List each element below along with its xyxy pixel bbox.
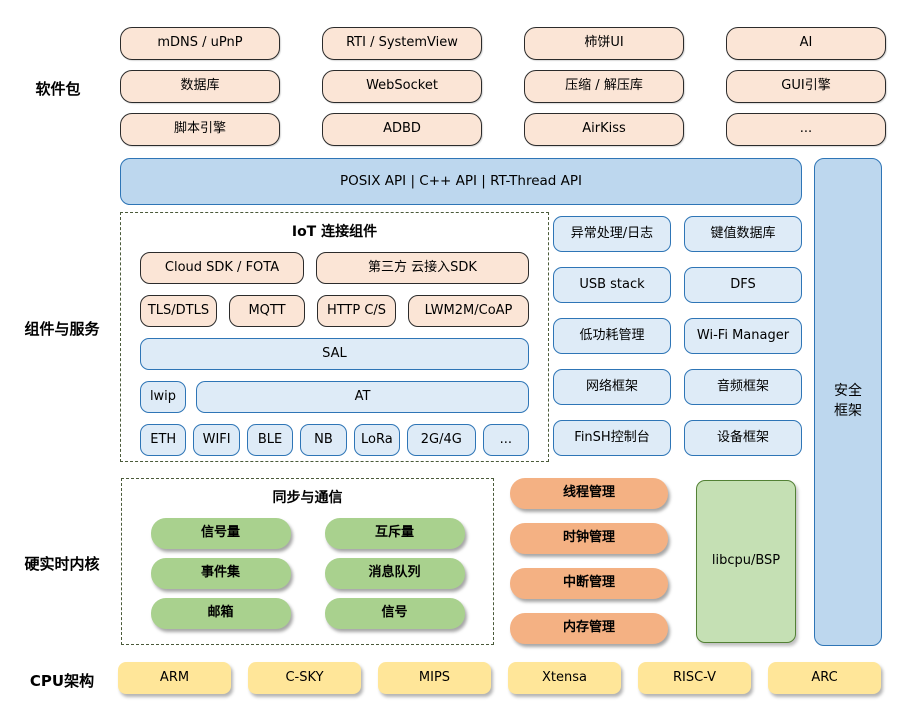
package-box: WebSocket	[322, 70, 482, 103]
package-box: AI	[726, 27, 886, 60]
service-box: 网络框架	[553, 369, 671, 405]
cpu-box: ARM	[118, 662, 231, 694]
kernel-box: 线程管理	[510, 478, 668, 509]
lwip-box: lwip	[140, 381, 186, 413]
sync-box: 互斥量	[324, 518, 465, 549]
kernel-box: 内存管理	[510, 613, 668, 644]
cpu-box: C-SKY	[248, 662, 361, 694]
cpu-box: RISC-V	[638, 662, 751, 694]
service-box: USB stack	[553, 267, 671, 303]
package-box: 数据库	[120, 70, 280, 103]
service-box: 音频框架	[684, 369, 802, 405]
cpu-architecture-row: ARM C-SKY MIPS Xtensa RISC-V ARC	[118, 662, 881, 694]
link-box-more: ...	[482, 424, 530, 456]
iot-group-title: IoT 连接组件	[291, 224, 378, 240]
link-box-wifi: WIFI	[193, 424, 240, 456]
software-packages-grid: mDNS / uPnP RTI / SystemView 柿饼UI AI 数据库…	[120, 27, 886, 146]
http-box: HTTP C/S	[317, 295, 396, 327]
lwm2m-box: LWM2M/CoAP	[408, 295, 529, 327]
tls-box: TLS/DTLS	[140, 295, 217, 327]
cloud-sdk-box: Cloud SDK / FOTA	[140, 252, 304, 284]
service-box: DFS	[684, 267, 802, 303]
sal-box: SAL	[140, 338, 529, 370]
link-box-lora: LoRa	[353, 424, 401, 456]
sync-group-title: 同步与通信	[272, 490, 343, 506]
services-grid: 异常处理/日志 键值数据库 USB stack DFS 低功耗管理 Wi-Fi …	[553, 216, 802, 456]
link-box-eth: ETH	[140, 424, 187, 456]
security-frame-line2: 框架	[834, 403, 862, 419]
package-box: RTI / SystemView	[322, 27, 482, 60]
third-party-sdk-box: 第三方 云接入SDK	[316, 252, 529, 284]
package-box: 脚本引擎	[120, 113, 280, 146]
package-box: ...	[726, 113, 886, 146]
mqtt-box: MQTT	[229, 295, 305, 327]
cpu-box: Xtensa	[508, 662, 621, 694]
service-box: 设备框架	[684, 420, 802, 456]
sync-box: 事件集	[150, 558, 291, 589]
api-bar: POSIX API | C++ API | RT-Thread API	[120, 158, 802, 205]
kernel-box: 中断管理	[510, 568, 668, 599]
section-label-packages: 软件包	[35, 80, 81, 98]
cpu-box: MIPS	[378, 662, 491, 694]
package-box: ADBD	[322, 113, 482, 146]
security-frame-box: 安全 框架	[814, 158, 882, 646]
at-box: AT	[196, 381, 529, 413]
sync-box: 信号量	[150, 518, 291, 549]
link-box-nb: NB	[300, 424, 347, 456]
sync-box: 消息队列	[324, 558, 465, 589]
section-label-kernel: 硬实时内核	[24, 555, 100, 573]
package-box: AirKiss	[524, 113, 684, 146]
package-box: GUI引擎	[726, 70, 886, 103]
link-box-ble: BLE	[246, 424, 294, 456]
service-box: FinSH控制台	[553, 420, 671, 456]
service-box: Wi-Fi Manager	[684, 318, 802, 354]
section-label-cpu: CPU架构	[29, 672, 95, 690]
section-label-components: 组件与服务	[24, 320, 100, 338]
service-box: 低功耗管理	[553, 318, 671, 354]
sync-box: 信号	[324, 598, 465, 629]
kernel-box: 时钟管理	[510, 523, 668, 554]
package-box: 柿饼UI	[524, 27, 684, 60]
security-frame-line1: 安全	[834, 383, 862, 400]
kernel-management-column: 线程管理 时钟管理 中断管理 内存管理	[510, 478, 668, 644]
iot-components-group: IoT 连接组件 Cloud SDK / FOTA 第三方 云接入SDK TLS…	[120, 212, 549, 462]
package-box: 压缩 / 解压库	[524, 70, 684, 103]
link-box-2g4g: 2G/4G	[407, 424, 476, 456]
service-box: 键值数据库	[684, 216, 802, 252]
cpu-box: ARC	[768, 662, 881, 694]
sync-communication-group: 同步与通信 信号量 互斥量 事件集 消息队列 邮箱 信号	[121, 478, 494, 645]
service-box: 异常处理/日志	[553, 216, 671, 252]
libcpu-bsp-box: libcpu/BSP	[696, 480, 796, 643]
package-box: mDNS / uPnP	[120, 27, 280, 60]
sync-box: 邮箱	[150, 598, 291, 629]
